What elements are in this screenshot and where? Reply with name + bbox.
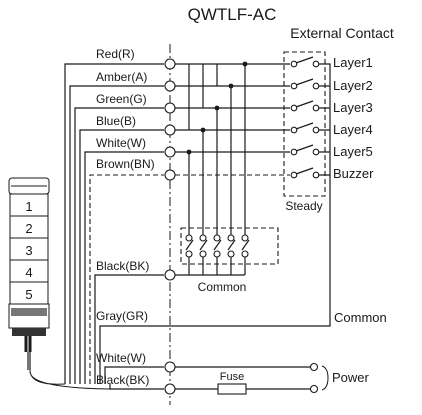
signal-terminals xyxy=(164,58,176,395)
output-label-buzzer: Buzzer xyxy=(333,166,374,181)
switch-drop-lines xyxy=(188,64,246,238)
wire-brown xyxy=(89,174,164,384)
wire-power-white xyxy=(104,366,164,384)
external-contact-label: External Contact xyxy=(290,25,394,41)
power-black-label: Black(BK) xyxy=(96,373,149,387)
power-brace xyxy=(321,365,329,391)
output-label-layer1: Layer1 xyxy=(333,55,373,70)
tower-layer-2: 2 xyxy=(25,221,32,236)
tower-cable xyxy=(27,352,31,370)
wire-label-gray: Gray(GR) xyxy=(96,309,148,323)
wire-label-blue: Blue(B) xyxy=(96,114,136,128)
wire-blue xyxy=(79,129,164,384)
wire-label-black: Black(BK) xyxy=(96,259,149,273)
power-label: Power xyxy=(332,370,370,385)
output-label-layer2: Layer2 xyxy=(333,78,373,93)
gray-common-label: Common xyxy=(334,310,387,325)
wire-gray xyxy=(99,183,331,384)
wire-label-amber: Amber(A) xyxy=(96,70,147,84)
wire-white xyxy=(84,151,164,384)
output-label-layer5: Layer5 xyxy=(333,144,373,159)
power-terminal-1 xyxy=(309,362,319,372)
external-contacts xyxy=(290,56,320,179)
wire-label-white: White(W) xyxy=(96,136,146,150)
wire-label-brown: Brown(BN) xyxy=(96,157,155,171)
tower-layer-1: 1 xyxy=(25,199,32,214)
tower-layer-3: 3 xyxy=(25,243,32,258)
wire-red xyxy=(64,63,164,384)
wire-black xyxy=(94,274,164,384)
switch-bank xyxy=(185,234,250,258)
contact-common-bus xyxy=(319,63,331,183)
diagram-title: QWTLF-AC xyxy=(188,5,277,24)
switch-common-label: Common xyxy=(198,280,247,294)
fuse-symbol xyxy=(217,383,247,395)
switch-common-bus xyxy=(175,257,246,276)
tower-layer-4: 4 xyxy=(25,265,32,280)
steady-label: Steady xyxy=(285,199,322,213)
tower-layer-5: 5 xyxy=(25,287,32,302)
cable-bundle xyxy=(29,369,111,390)
output-label-layer3: Layer3 xyxy=(333,100,373,115)
crossing-hops xyxy=(188,64,218,130)
signal-tower xyxy=(8,177,50,352)
fuse-label: Fuse xyxy=(220,371,244,383)
wire-green xyxy=(74,107,164,384)
output-label-layer4: Layer4 xyxy=(333,122,373,137)
external-contact-box xyxy=(283,51,326,197)
switch-bank-box xyxy=(180,227,279,265)
power-terminal-2 xyxy=(309,384,319,394)
wire-label-red: Red(R) xyxy=(96,47,135,61)
wire-label-green: Green(G) xyxy=(96,92,147,106)
wire-amber xyxy=(69,85,164,384)
power-white-label: White(W) xyxy=(96,351,146,365)
